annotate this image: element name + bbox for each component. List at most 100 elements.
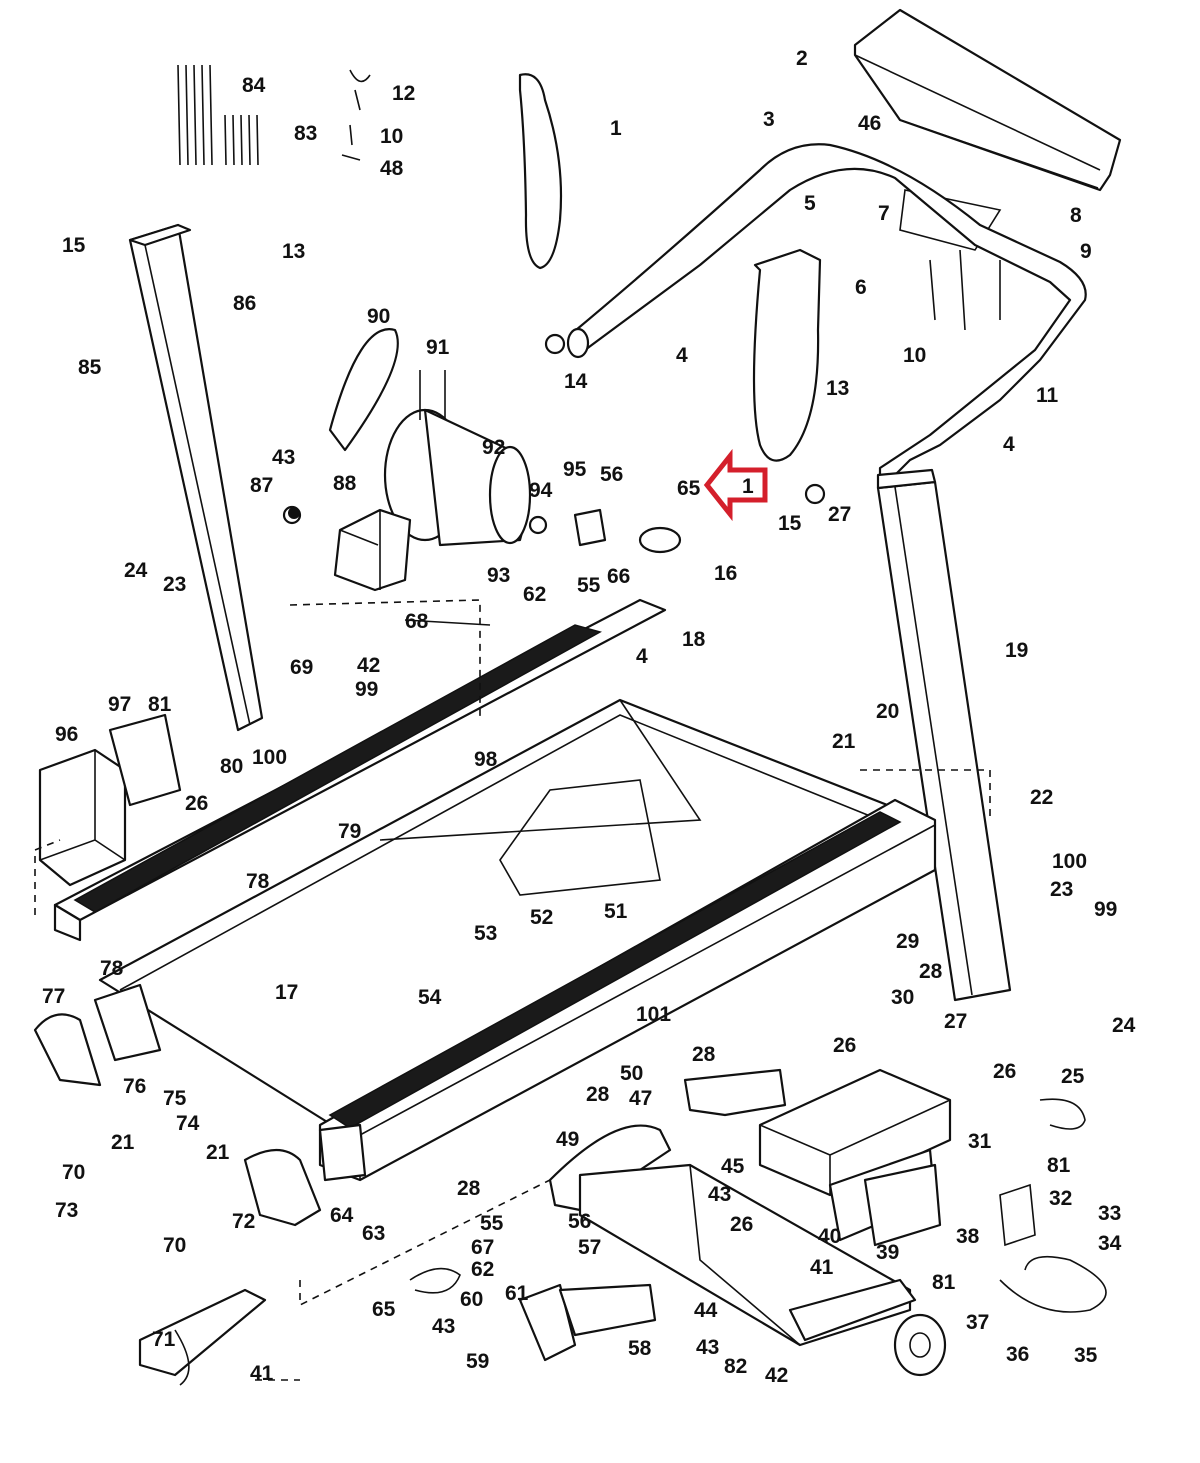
part-label-90: 90: [367, 305, 390, 328]
part-label-77: 77: [42, 985, 65, 1008]
part-label-99: 99: [355, 678, 378, 701]
part-label-38: 38: [956, 1225, 980, 1248]
part-label-21: 21: [206, 1141, 230, 1164]
part-label-59: 59: [466, 1350, 489, 1373]
part-label-62: 62: [523, 583, 546, 606]
part-label-78: 78: [100, 957, 124, 980]
part-label-93: 93: [487, 564, 510, 587]
part-label-95: 95: [563, 458, 587, 481]
part-label-28: 28: [457, 1177, 481, 1200]
part-label-56: 56: [600, 463, 623, 486]
motor-assembly: [282, 328, 682, 626]
part-label-68: 68: [405, 610, 429, 633]
part-label-52: 52: [530, 906, 553, 929]
reference-lines: [34, 599, 991, 1381]
part-label-20: 20: [876, 700, 899, 723]
part-label-16: 16: [714, 562, 737, 585]
part-label-63: 63: [362, 1222, 385, 1245]
upright-handrail: [544, 143, 1087, 505]
part-label-98: 98: [474, 748, 498, 771]
part-label-17: 17: [275, 981, 298, 1004]
part-label-41: 41: [810, 1256, 834, 1279]
part-label-33: 33: [1098, 1202, 1121, 1225]
part-label-55: 55: [577, 574, 601, 597]
part-label-26: 26: [833, 1034, 856, 1057]
incline-motor: [409, 1267, 657, 1362]
part-label-7: 7: [878, 202, 890, 225]
part-label-30: 30: [891, 986, 914, 1009]
part-label-1: 1: [610, 117, 622, 140]
bolts-top-left: [177, 64, 371, 166]
part-label-50: 50: [620, 1062, 643, 1085]
part-label-99: 99: [1094, 898, 1117, 921]
part-label-56: 56: [568, 1210, 591, 1233]
part-label-18: 18: [682, 628, 706, 651]
part-label-19: 19: [1005, 639, 1028, 662]
part-label-31: 31: [968, 1130, 992, 1153]
part-label-65: 65: [372, 1298, 396, 1321]
part-label-43: 43: [708, 1183, 731, 1206]
part-label-41: 41: [250, 1362, 274, 1385]
part-label-25: 25: [1061, 1065, 1085, 1088]
part-label-87: 87: [250, 474, 273, 497]
part-label-88: 88: [333, 472, 357, 495]
part-label-84: 84: [242, 74, 266, 97]
part-label-26: 26: [185, 792, 208, 815]
part-label-69: 69: [290, 656, 313, 679]
part-label-37: 37: [966, 1311, 989, 1334]
part-label-81: 81: [1047, 1154, 1071, 1177]
highlight-callout-label: 1: [742, 475, 754, 498]
part-label-61: 61: [505, 1282, 529, 1305]
part-label-6: 6: [855, 276, 867, 299]
part-label-4: 4: [1003, 433, 1015, 456]
part-label-34: 34: [1098, 1232, 1122, 1255]
power-cord: [999, 1098, 1107, 1313]
part-label-9: 9: [1080, 240, 1092, 263]
front-base-bracket: [138, 1288, 267, 1386]
part-label-86: 86: [233, 292, 256, 315]
part-label-43: 43: [432, 1315, 455, 1338]
part-label-43: 43: [272, 446, 295, 469]
rear-end-caps: [33, 983, 367, 1227]
part-label-23: 23: [1050, 878, 1073, 901]
part-label-11: 11: [1036, 384, 1059, 407]
part-label-96: 96: [55, 723, 78, 746]
part-label-42: 42: [357, 654, 380, 677]
part-label-66: 66: [607, 565, 630, 588]
part-label-28: 28: [586, 1083, 610, 1106]
part-label-27: 27: [828, 503, 851, 526]
part-label-80: 80: [220, 755, 243, 778]
part-label-97: 97: [108, 693, 131, 716]
red-arrow-icon: [703, 448, 768, 522]
left-side-rail: [53, 598, 667, 942]
part-label-55: 55: [480, 1212, 504, 1235]
part-label-45: 45: [721, 1155, 745, 1178]
part-label-43: 43: [696, 1336, 719, 1359]
part-label-67: 67: [471, 1236, 494, 1259]
part-label-21: 21: [111, 1131, 135, 1154]
part-label-12: 12: [392, 82, 415, 105]
part-label-82: 82: [724, 1355, 747, 1378]
upright-post-right: [876, 468, 1012, 1002]
part-label-64: 64: [330, 1204, 354, 1227]
part-label-14: 14: [564, 370, 588, 393]
part-label-78: 78: [246, 870, 270, 893]
part-label-35: 35: [1074, 1344, 1098, 1367]
upright-post-left: [128, 223, 264, 732]
part-label-76: 76: [123, 1075, 146, 1098]
part-label-15: 15: [778, 512, 802, 535]
part-label-8: 8: [1070, 204, 1082, 227]
part-label-32: 32: [1049, 1187, 1072, 1210]
part-label-83: 83: [294, 122, 317, 145]
part-label-4: 4: [636, 645, 648, 668]
part-label-22: 22: [1030, 786, 1053, 809]
part-label-92: 92: [482, 436, 505, 459]
part-label-81: 81: [932, 1271, 956, 1294]
part-label-4: 4: [676, 344, 688, 367]
part-label-28: 28: [692, 1043, 716, 1066]
part-label-40: 40: [818, 1225, 841, 1248]
part-label-26: 26: [730, 1213, 753, 1236]
part-label-79: 79: [338, 820, 361, 843]
